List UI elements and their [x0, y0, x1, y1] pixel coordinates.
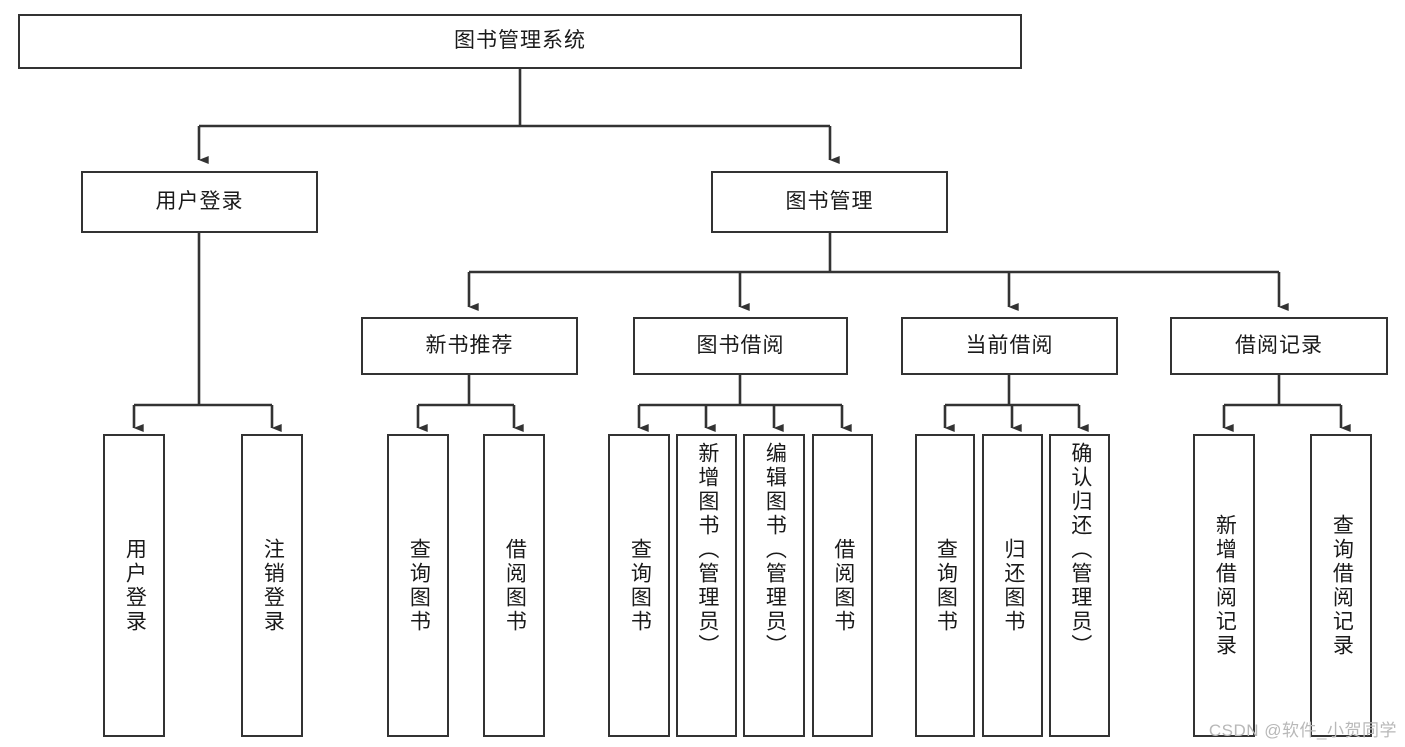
- node-book-borrow[interactable]: 图书借阅: [633, 317, 848, 375]
- node-label: 用户登录: [123, 537, 147, 634]
- node-label: 查询图书: [407, 537, 431, 634]
- node-leaf-query-book-current[interactable]: 查询图书: [915, 434, 975, 737]
- node-leaf-borrow-book-borrow[interactable]: 借阅图书: [812, 434, 873, 737]
- node-label: 查询图书: [628, 537, 652, 634]
- node-leaf-query-borrow-record[interactable]: 查询借阅记录: [1310, 434, 1372, 737]
- node-leaf-borrow-book-new[interactable]: 借阅图书: [483, 434, 545, 737]
- node-leaf-add-borrow-record[interactable]: 新增借阅记录: [1193, 434, 1255, 737]
- node-leaf-edit-book-admin[interactable]: 编辑图书（管理员）: [743, 434, 805, 737]
- node-label: 借阅图书: [831, 537, 855, 634]
- node-user-login[interactable]: 用户登录: [81, 171, 318, 233]
- node-borrow-record[interactable]: 借阅记录: [1170, 317, 1388, 375]
- node-label: 查询借阅记录: [1330, 513, 1354, 658]
- node-current-borrow[interactable]: 当前借阅: [901, 317, 1118, 375]
- node-leaf-query-book-new[interactable]: 查询图书: [387, 434, 449, 737]
- node-leaf-add-book-admin[interactable]: 新增图书（管理员）: [676, 434, 737, 737]
- node-new-book-recommend[interactable]: 新书推荐: [361, 317, 578, 375]
- node-label: 借阅记录: [1235, 333, 1323, 357]
- node-label: 图书管理系统: [454, 29, 586, 53]
- node-label: 当前借阅: [965, 333, 1054, 357]
- node-label: 查询图书: [934, 537, 958, 634]
- node-label: 新书推荐: [425, 333, 514, 357]
- node-label: 图书借阅: [696, 333, 785, 357]
- node-label: 图书管理: [785, 189, 874, 213]
- node-leaf-confirm-return-admin[interactable]: 确认归还（管理员）: [1049, 434, 1110, 737]
- node-leaf-logout-login[interactable]: 注销登录: [241, 434, 303, 737]
- node-label: 新增借阅记录: [1213, 513, 1237, 658]
- node-label: 注销登录: [261, 537, 285, 634]
- node-label: 归还图书: [1001, 537, 1025, 634]
- node-label: 确认归还（管理员）: [1068, 442, 1092, 658]
- csdn-watermark: CSDN @软件_小贺同学: [1208, 721, 1397, 740]
- node-root-book-management-system[interactable]: 图书管理系统: [18, 14, 1022, 69]
- node-leaf-return-book[interactable]: 归还图书: [982, 434, 1043, 737]
- node-book-management[interactable]: 图书管理: [711, 171, 948, 233]
- node-label: 编辑图书（管理员）: [763, 442, 787, 658]
- node-leaf-user-login[interactable]: 用户登录: [103, 434, 165, 737]
- node-label: 新增图书（管理员）: [695, 442, 719, 658]
- node-label: 用户登录: [155, 189, 244, 213]
- node-label: 借阅图书: [503, 537, 527, 634]
- node-leaf-query-book-borrow[interactable]: 查询图书: [608, 434, 670, 737]
